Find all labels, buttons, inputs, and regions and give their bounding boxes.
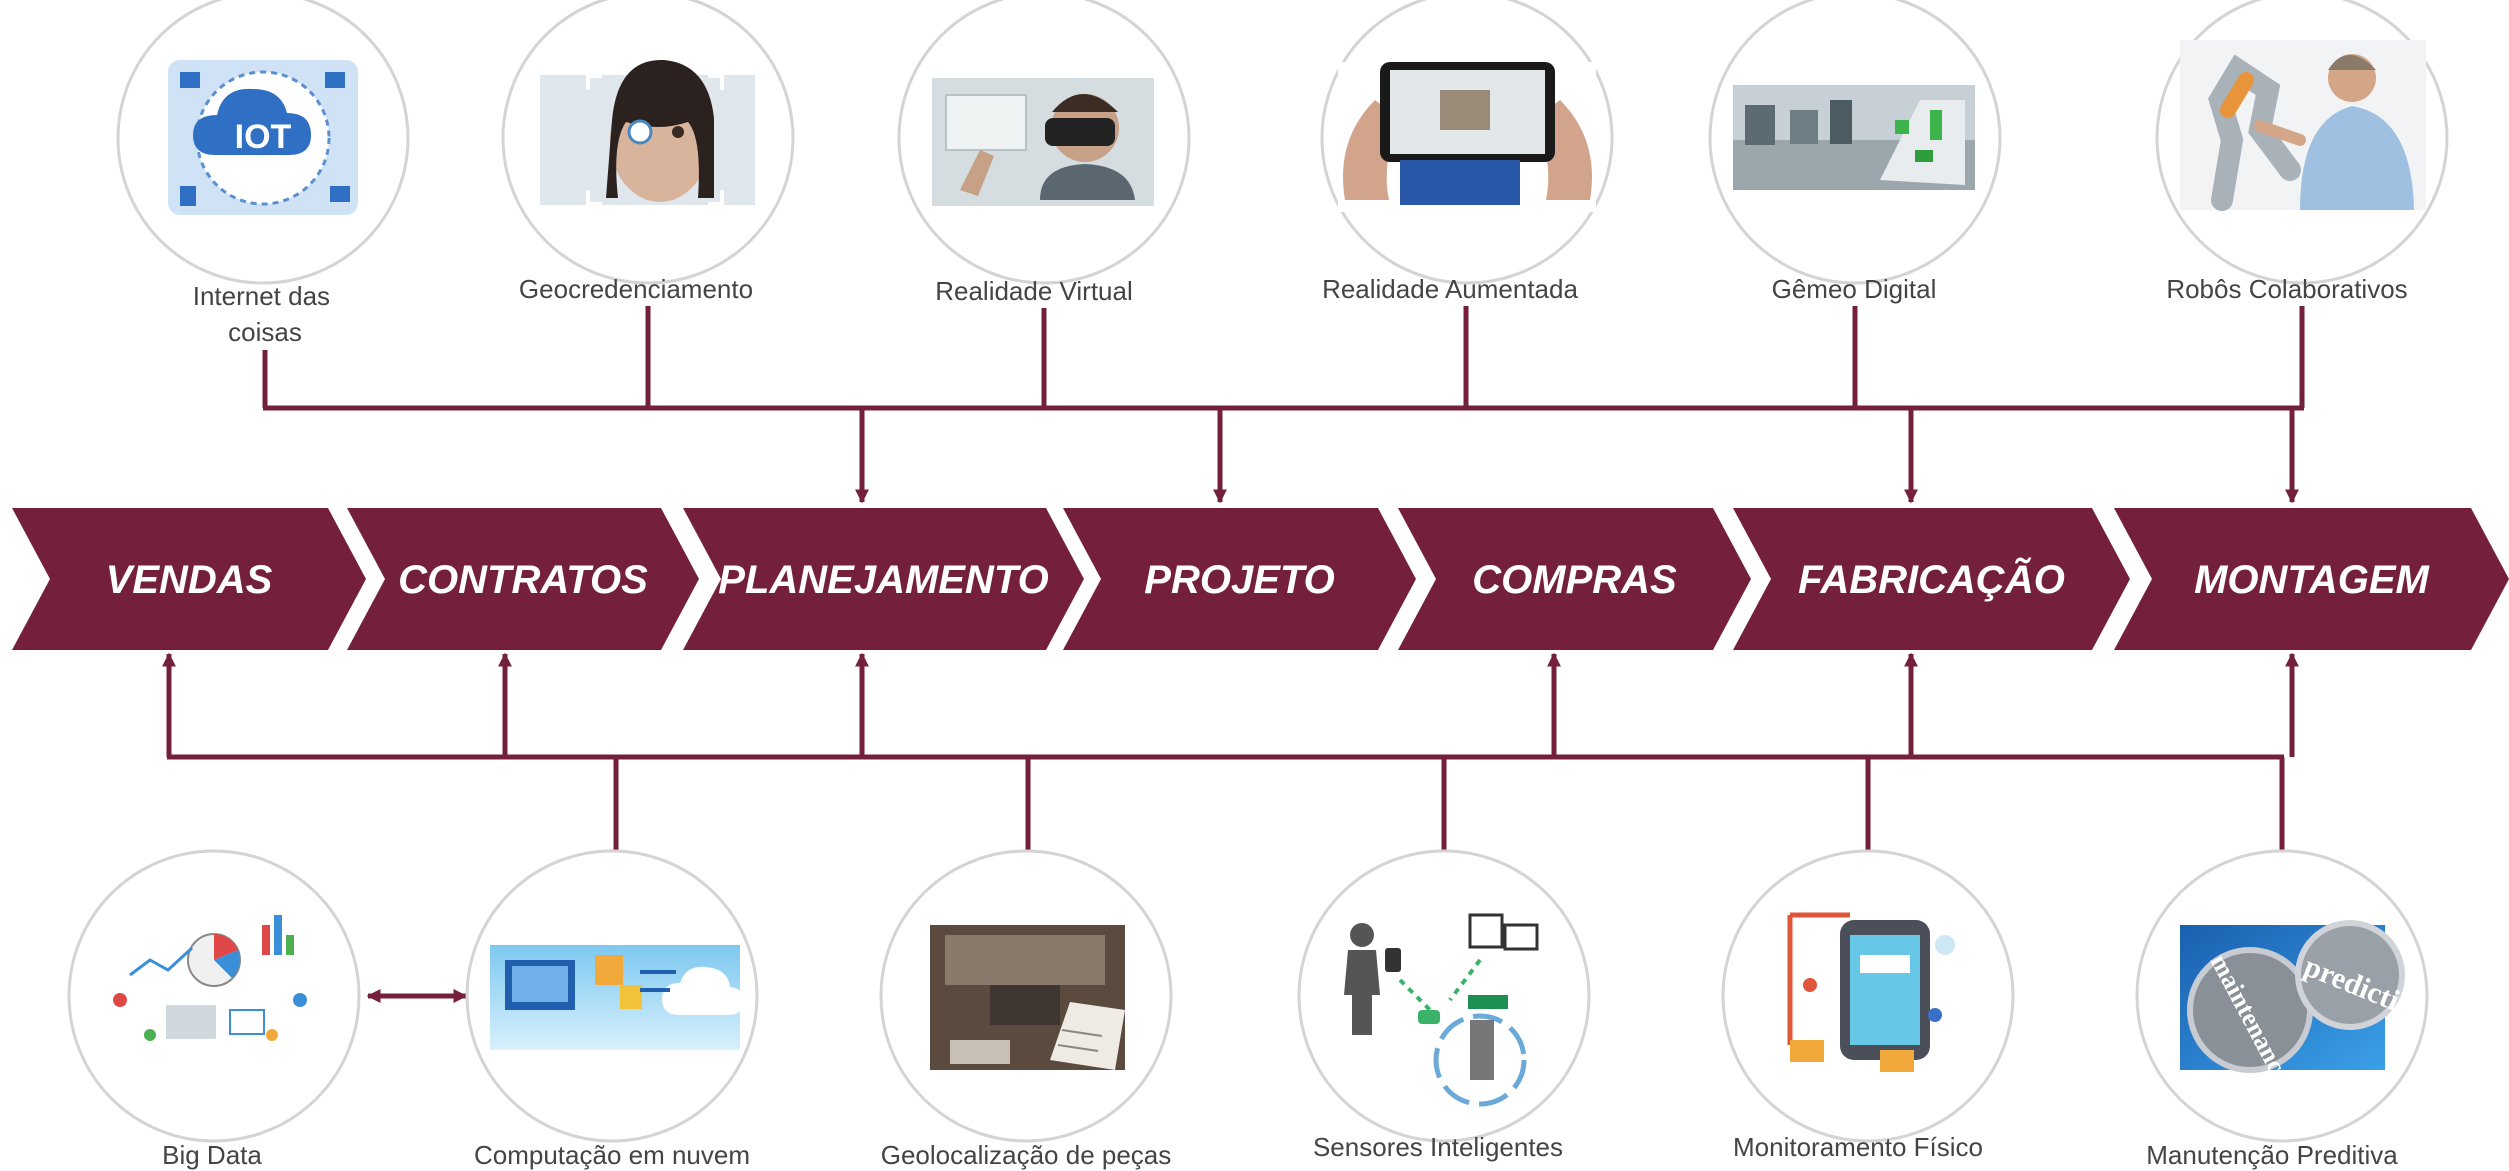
stage-fabricacao: FABRICAÇÃO — [1733, 508, 2130, 650]
stage-label: PROJETO — [1144, 558, 1334, 602]
ar-phone-icon — [1338, 62, 1596, 212]
digital-twin-icon — [1733, 85, 1975, 190]
cloud-computing-icon — [490, 945, 744, 1050]
stage-chevron-shape — [1733, 508, 2130, 650]
stage-label: COMPRAS — [1472, 558, 1677, 602]
label-robos-colaborativos: Robôs Colaborativos — [2166, 274, 2407, 304]
stage-chevron-shape — [1398, 508, 1751, 650]
bottom-connector-lines — [162, 652, 2299, 1003]
label-internet-das-coisas: Internet das coisas — [193, 281, 338, 347]
label-gemeo-digital: Gêmeo Digital — [1772, 274, 1937, 304]
label-monitoramento-fisico: Monitoramento Físico — [1733, 1132, 1983, 1162]
predictive-maintenance-icon: predictive maintenance — [2180, 920, 2430, 1088]
bottom-tech-labels: Big Data Computação em nuvem Geolocaliza… — [162, 1132, 2398, 1170]
svg-text:IOT: IOT — [235, 118, 292, 156]
label-geolocalizacao-de-pecas: Geolocalização de peças — [881, 1140, 1172, 1170]
stage-contratos: CONTRATOS — [347, 508, 699, 650]
process-chevrons: VENDAS CONTRATOS PLANEJAMENTO PROJETO COMPRA… — [12, 508, 2509, 650]
circle-big-data — [67, 849, 361, 1143]
label-big-data: Big Data — [162, 1140, 262, 1170]
big-data-icon — [113, 915, 307, 1041]
stage-compras: COMPRAS — [1398, 508, 1751, 650]
label-sensores-inteligentes: Sensores Inteligentes — [1313, 1132, 1563, 1162]
smart-sensor-icon — [1344, 913, 1539, 1107]
top-tech-labels: Internet das coisas Geocredenciamento Re… — [193, 274, 2408, 347]
stage-label: CONTRATOS — [398, 558, 648, 602]
cobot-icon — [2180, 40, 2426, 211]
face-recognition-icon — [540, 59, 755, 206]
stage-chevron-shape — [12, 508, 366, 650]
label-computacao-em-nuvem: Computação em nuvem — [474, 1140, 750, 1170]
label-realidade-virtual: Realidade Virtual — [935, 276, 1133, 306]
circle-sensores-inteligentes — [1297, 849, 1591, 1143]
label-manutencao-preditiva: Manutenção Preditiva — [2146, 1140, 2398, 1170]
stage-planejamento: PLANEJAMENTO — [683, 508, 1084, 650]
stage-label: PLANEJAMENTO — [718, 558, 1048, 602]
stage-label: MONTAGEM — [2194, 558, 2430, 602]
stage-chevron-shape — [1063, 508, 1416, 650]
label-geocredenciamento: Geocredenciamento — [519, 274, 753, 304]
top-tech-circles: IOT — [116, 0, 2449, 285]
vr-headset-icon — [932, 78, 1154, 206]
stage-montagem: MONTAGEM — [2114, 508, 2509, 650]
parts-geolocation-icon — [930, 925, 1125, 1070]
label-realidade-aumentada: Realidade Aumentada — [1322, 274, 1578, 304]
stage-label: FABRICAÇÃO — [1798, 556, 2065, 602]
top-connector-lines — [262, 306, 2305, 504]
stage-projeto: PROJETO — [1063, 508, 1416, 650]
stage-vendas: VENDAS — [12, 508, 366, 650]
physical-monitoring-icon — [1787, 912, 1955, 1072]
stage-chevron-shape — [2114, 508, 2509, 650]
iot-cloud-icon: IOT — [168, 60, 358, 215]
stage-chevron-shape — [683, 508, 1084, 650]
bottom-tech-circles: predictive maintenance — [67, 849, 2430, 1143]
stage-chevron-shape — [347, 508, 699, 650]
stage-label: VENDAS — [106, 558, 273, 602]
